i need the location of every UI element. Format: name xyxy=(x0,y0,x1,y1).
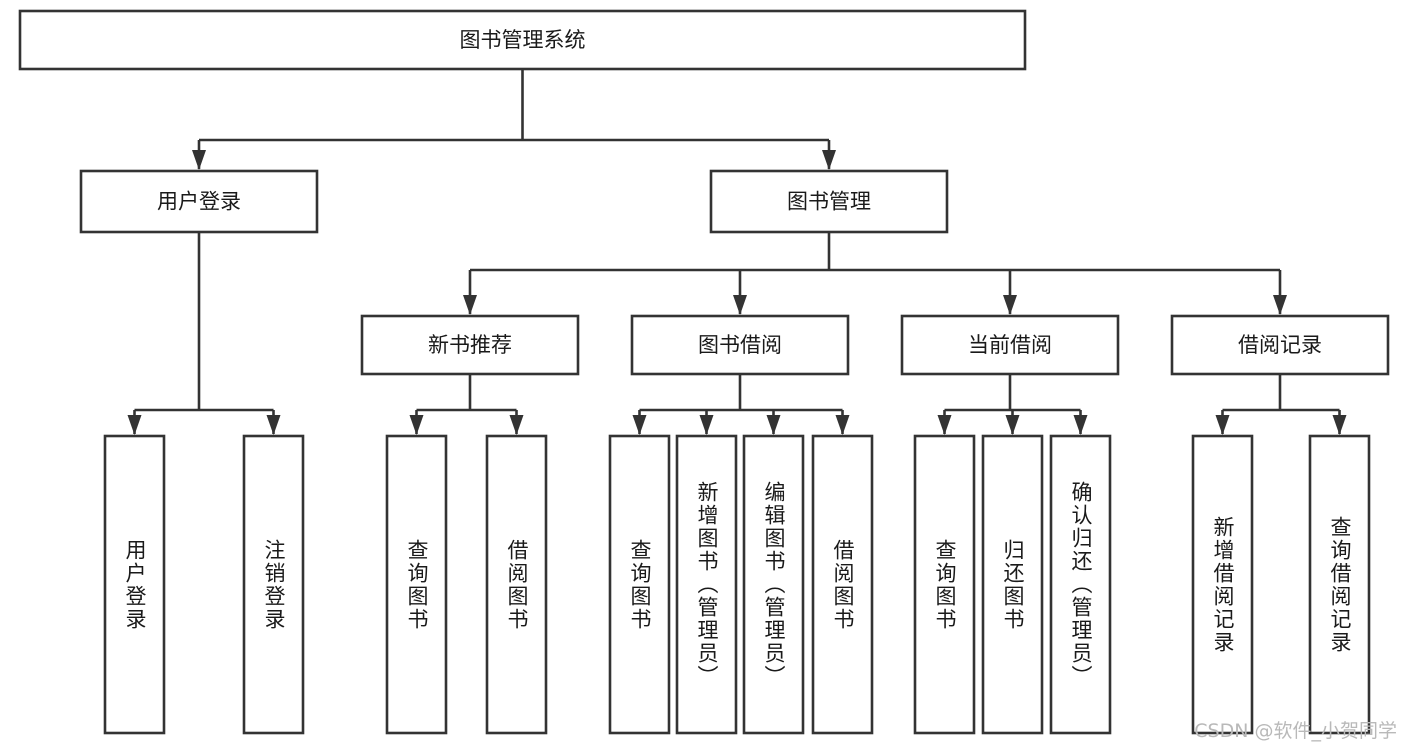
node-leaf-borrow-book-2[interactable] xyxy=(811,434,874,735)
node-book-borrow[interactable] xyxy=(630,314,850,376)
connector-group xyxy=(127,69,1347,435)
arrow-head-icon xyxy=(937,415,952,435)
arrow-head-icon xyxy=(835,415,850,435)
node-leaf-return-book[interactable] xyxy=(981,434,1044,735)
node-leaf-query-record[interactable] xyxy=(1308,434,1371,735)
arrow-head-icon xyxy=(1005,415,1020,435)
arrow-head-icon xyxy=(699,415,714,435)
node-book-management[interactable] xyxy=(709,169,949,234)
node-leaf-user-login[interactable] xyxy=(103,434,166,735)
node-leaf-query-book-2[interactable] xyxy=(608,434,671,735)
arrow-head-icon xyxy=(1215,415,1230,435)
node-leaf-query-book-1[interactable] xyxy=(385,434,448,735)
node-user-login-label: 用户登录 xyxy=(157,190,241,214)
node-root-label: 图书管理系统 xyxy=(460,28,586,52)
arrow-head-icon xyxy=(463,295,477,315)
watermark: CSDN @软件_小贺同学 xyxy=(1194,720,1397,742)
arrow-head-icon xyxy=(266,415,281,435)
node-leaf-query-book-3[interactable] xyxy=(913,434,976,735)
node-leaf-user-logout[interactable] xyxy=(242,434,305,735)
node-book-management-label: 图书管理 xyxy=(787,190,871,214)
node-book-borrow-label: 图书借阅 xyxy=(698,333,782,357)
arrow-head-icon xyxy=(1073,415,1088,435)
node-current-borrow-label: 当前借阅 xyxy=(968,333,1052,357)
node-new-book-recommend-label: 新书推荐 xyxy=(428,333,512,357)
arrow-head-icon xyxy=(632,415,647,435)
arrow-head-icon xyxy=(1273,295,1287,315)
node-leaf-add-record[interactable] xyxy=(1191,434,1254,735)
node-leaf-edit-book[interactable] xyxy=(742,434,805,735)
arrow-head-icon xyxy=(1003,295,1017,315)
node-user-login[interactable] xyxy=(79,169,319,234)
node-leaf-borrow-book-1[interactable] xyxy=(485,434,548,735)
arrow-head-icon xyxy=(127,415,142,435)
node-borrow-record[interactable] xyxy=(1170,314,1390,376)
arrow-head-icon xyxy=(192,150,206,170)
node-borrow-record-label: 借阅记录 xyxy=(1238,333,1322,357)
node-new-book-recommend[interactable] xyxy=(360,314,580,376)
arrow-head-icon xyxy=(766,415,781,435)
arrow-head-icon xyxy=(733,295,747,315)
node-root[interactable] xyxy=(18,9,1027,71)
node-leaf-add-book[interactable] xyxy=(675,434,738,735)
node-current-borrow[interactable] xyxy=(900,314,1120,376)
node-leaf-confirm-return[interactable] xyxy=(1049,434,1112,735)
arrow-head-icon xyxy=(409,415,424,435)
arrow-head-icon xyxy=(1332,415,1347,435)
node-box-group xyxy=(18,9,1390,735)
arrow-head-icon xyxy=(822,150,836,170)
arrow-head-icon xyxy=(509,415,524,435)
